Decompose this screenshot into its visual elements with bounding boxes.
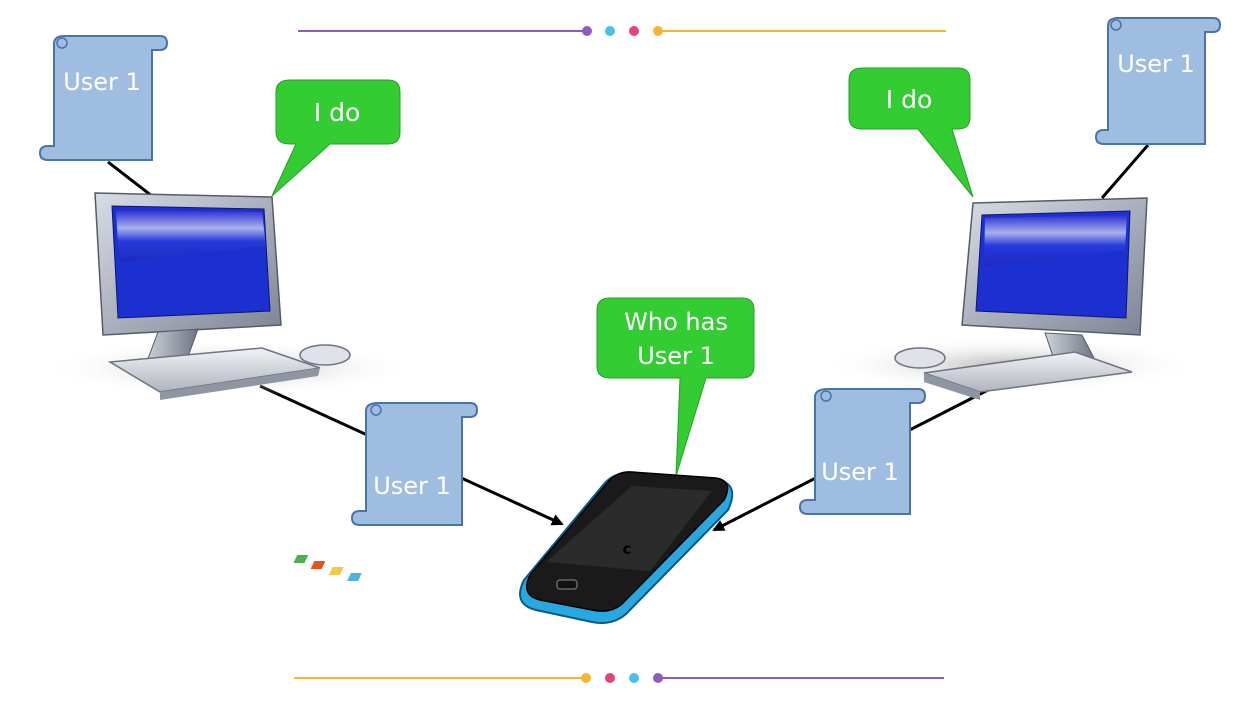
scroll-top-left-curl	[56, 37, 68, 49]
scroll-middle-left-label: User 1	[373, 472, 451, 500]
bubble-right-reply: I do	[848, 67, 974, 198]
scroll-top-right: User 1	[1094, 17, 1222, 145]
right-keyboard-edge	[924, 373, 980, 400]
left-mouse	[299, 344, 351, 366]
bottom-divider-dot-cyan	[629, 673, 639, 683]
scroll-middle-left-paper	[350, 402, 479, 526]
left-computer-to-scroll-line	[107, 160, 153, 198]
right-computer	[820, 197, 1200, 400]
scroll-top-left-label: User 1	[63, 68, 141, 96]
bubble-phone-query: Who has User 1	[596, 297, 755, 477]
bubble-left-reply-shape	[271, 79, 401, 197]
phone-screen	[546, 486, 712, 571]
phone-app-green	[293, 555, 309, 563]
bubble-right-reply-text: I do	[886, 85, 932, 114]
left-monitor-screen-glare	[116, 210, 266, 262]
left-keyboard-edge	[160, 368, 320, 400]
scroll-middle-left: User 1	[350, 402, 479, 526]
scroll-top-right-curl	[1110, 19, 1122, 31]
scroll-middle-right-curl	[820, 390, 832, 402]
right-mouse	[894, 347, 946, 369]
top-divider	[298, 26, 946, 36]
bubble-phone-query-shape	[596, 297, 755, 477]
top-divider-dot-purple	[582, 26, 592, 36]
phone-screen-letter: c	[623, 540, 632, 558]
bubble-phone-query-line1: Who has	[624, 308, 728, 336]
phone-app-yellow	[328, 567, 344, 575]
right-keyboard	[923, 351, 1133, 393]
scroll-middle-right-paper	[798, 388, 927, 515]
bubble-left-reply-text: I do	[314, 98, 360, 127]
bubble-phone-query-line2: User 1	[637, 342, 715, 370]
right-monitor-screen-glare	[984, 215, 1127, 266]
top-divider-dot-pink	[629, 26, 639, 36]
top-divider-dot-cyan	[605, 26, 615, 36]
bubble-right-reply-shape	[848, 67, 974, 198]
bottom-divider-dot-purple	[653, 673, 663, 683]
smartphone: c	[293, 471, 734, 624]
left-computer	[45, 192, 415, 400]
scroll-top-right-paper	[1094, 17, 1222, 145]
bottom-divider-dot-pink	[605, 673, 615, 683]
phone-home-button	[556, 579, 578, 590]
bubble-left-reply: I do	[271, 79, 401, 197]
bottom-divider-dot-orange	[581, 673, 591, 683]
scroll-middle-right: User 1	[798, 388, 927, 515]
scroll-middle-left-curl	[370, 404, 382, 416]
phone-app-blue	[347, 573, 362, 581]
scroll-middle-right-label: User 1	[821, 458, 899, 486]
top-divider-dot-orange	[653, 26, 663, 36]
phone-app-orange	[310, 561, 326, 569]
bottom-divider	[294, 673, 944, 683]
right-computer-to-scroll-line	[1100, 144, 1150, 199]
scroll-top-left: User 1	[38, 35, 169, 161]
scroll-top-left-paper	[38, 35, 169, 161]
scroll-top-right-label: User 1	[1117, 50, 1195, 78]
